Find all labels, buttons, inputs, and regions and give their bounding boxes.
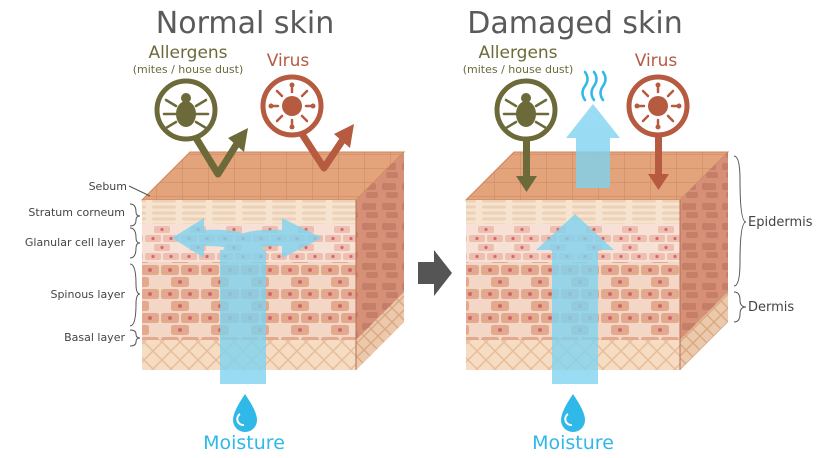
water-drop-icon xyxy=(561,394,585,432)
vapor-icon xyxy=(581,70,607,102)
damaged-allergen-label: Allergens xyxy=(478,43,557,63)
normal-moisture-arrow xyxy=(172,218,322,384)
normal-virus-label: Virus xyxy=(267,51,310,71)
damaged-allergen xyxy=(494,78,558,192)
water-drop-icon xyxy=(233,394,257,432)
damaged-moisture-label: Moisture xyxy=(532,432,614,454)
damaged-moisture-arrow xyxy=(536,104,620,384)
damaged-allergen-sub: (mites / house dust) xyxy=(463,63,574,76)
virus-icon xyxy=(260,74,324,138)
right-arrow-icon xyxy=(418,250,452,296)
dermis-label: Dermis xyxy=(748,300,794,315)
mite-icon xyxy=(154,78,218,142)
normal-moisture-label: Moisture xyxy=(203,432,285,454)
layer-labels: Sebum Stratum corneum Glanular cell laye… xyxy=(25,180,151,347)
damaged-virus xyxy=(626,74,690,190)
damaged-skin-title: Damaged skin xyxy=(467,6,683,41)
normal-allergen-sub: (mites / house dust) xyxy=(133,63,244,76)
layer-label-stratum-corneum: Stratum corneum xyxy=(28,206,125,219)
normal-virus xyxy=(260,74,354,172)
normal-skin-panel: Allergens (mites / house dust) Virus Moi… xyxy=(133,43,406,454)
virus-icon xyxy=(626,74,690,138)
side-labels: Epidermis Dermis xyxy=(733,155,813,323)
normal-allergen xyxy=(154,78,248,178)
epidermis-label: Epidermis xyxy=(748,215,813,230)
layer-label-sebum: Sebum xyxy=(89,180,127,193)
layer-label-spinous: Spinous layer xyxy=(50,288,125,301)
normal-allergen-label: Allergens xyxy=(148,43,227,63)
mite-icon xyxy=(494,78,558,142)
normal-skin-block xyxy=(140,151,406,370)
damaged-virus-label: Virus xyxy=(635,51,678,71)
normal-skin-title: Normal skin xyxy=(156,6,334,41)
layer-label-basal: Basal layer xyxy=(64,331,125,344)
damaged-skin-panel: Allergens (mites / house dust) Virus Moi… xyxy=(463,43,730,454)
layer-label-granular: Glanular cell layer xyxy=(25,236,126,249)
